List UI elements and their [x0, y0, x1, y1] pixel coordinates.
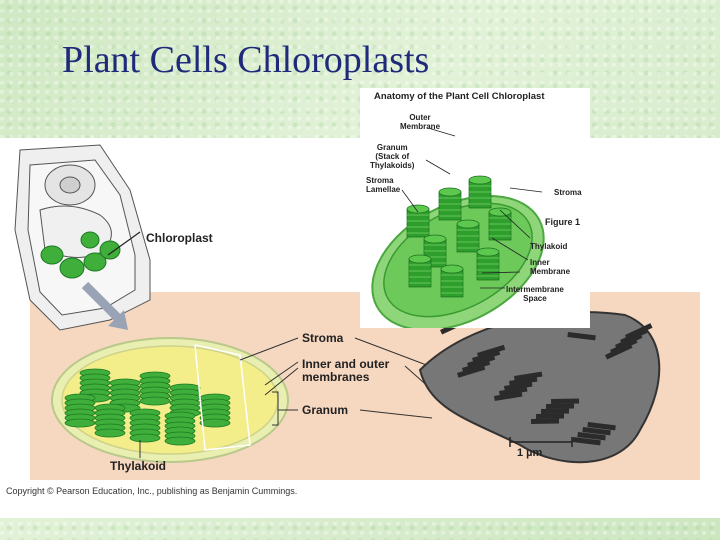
cell-chloroplasts: [40, 231, 121, 279]
inset-chloroplast: [371, 127, 545, 328]
thylakoid-label: Thylakoid: [110, 459, 167, 473]
inset-granum-label: Granum (Stack of Thylakoids): [370, 143, 415, 170]
granum-stack: [129, 408, 161, 443]
inset-granum: [488, 207, 512, 241]
inset-granum: [468, 175, 492, 209]
inset-granum: [438, 187, 462, 221]
nucleolus: [59, 176, 81, 194]
grana-stacks: [64, 368, 231, 446]
micrograph-grana: [439, 318, 653, 446]
scale-bar-label: 1 µm: [517, 447, 543, 459]
inner-outer-membranes-label: Inner and outer membranes: [302, 357, 390, 384]
copyright-notice: Copyright © Pearson Education, Inc., pub…: [6, 486, 298, 496]
inset-granum: [408, 254, 432, 288]
inset-title: Anatomy of the Plant Cell Chloroplast: [374, 91, 545, 102]
inset-stroma-lamellae-label: Stroma Lamellae: [366, 176, 401, 194]
inset-thylakoid-label: Thylakoid: [530, 242, 568, 251]
cutaway-edge: [194, 344, 251, 451]
inset-figure-number: Figure 1: [545, 217, 581, 227]
inset-outer-membrane-label: Outer Membrane: [400, 113, 441, 131]
inset-figure: Anatomy of the Plant Cell Chloroplast Ou…: [360, 88, 590, 328]
inset-granum: [406, 204, 430, 238]
granum-stack: [94, 403, 126, 438]
granum-stack: [164, 411, 196, 446]
granum-label: Granum: [302, 403, 349, 417]
inset-intermembrane-space-label: Intermembrane Space: [506, 285, 564, 303]
granum-stack: [199, 393, 231, 428]
electron-micrograph: [418, 311, 661, 464]
chloroplast-label: Chloroplast: [146, 231, 213, 245]
granum-stack: [64, 393, 96, 428]
inset-inner-membrane-label: Inner Membrane: [530, 258, 571, 276]
inset-granum: [440, 264, 464, 298]
stroma-label: Stroma: [302, 331, 344, 345]
slide-title: Plant Cells Chloroplasts: [62, 39, 430, 81]
granum-stack: [139, 371, 171, 406]
inset-grana: [406, 175, 512, 298]
inset-granum: [476, 247, 500, 281]
inset-granum: [456, 219, 480, 253]
inset-stroma-label: Stroma: [554, 188, 582, 197]
